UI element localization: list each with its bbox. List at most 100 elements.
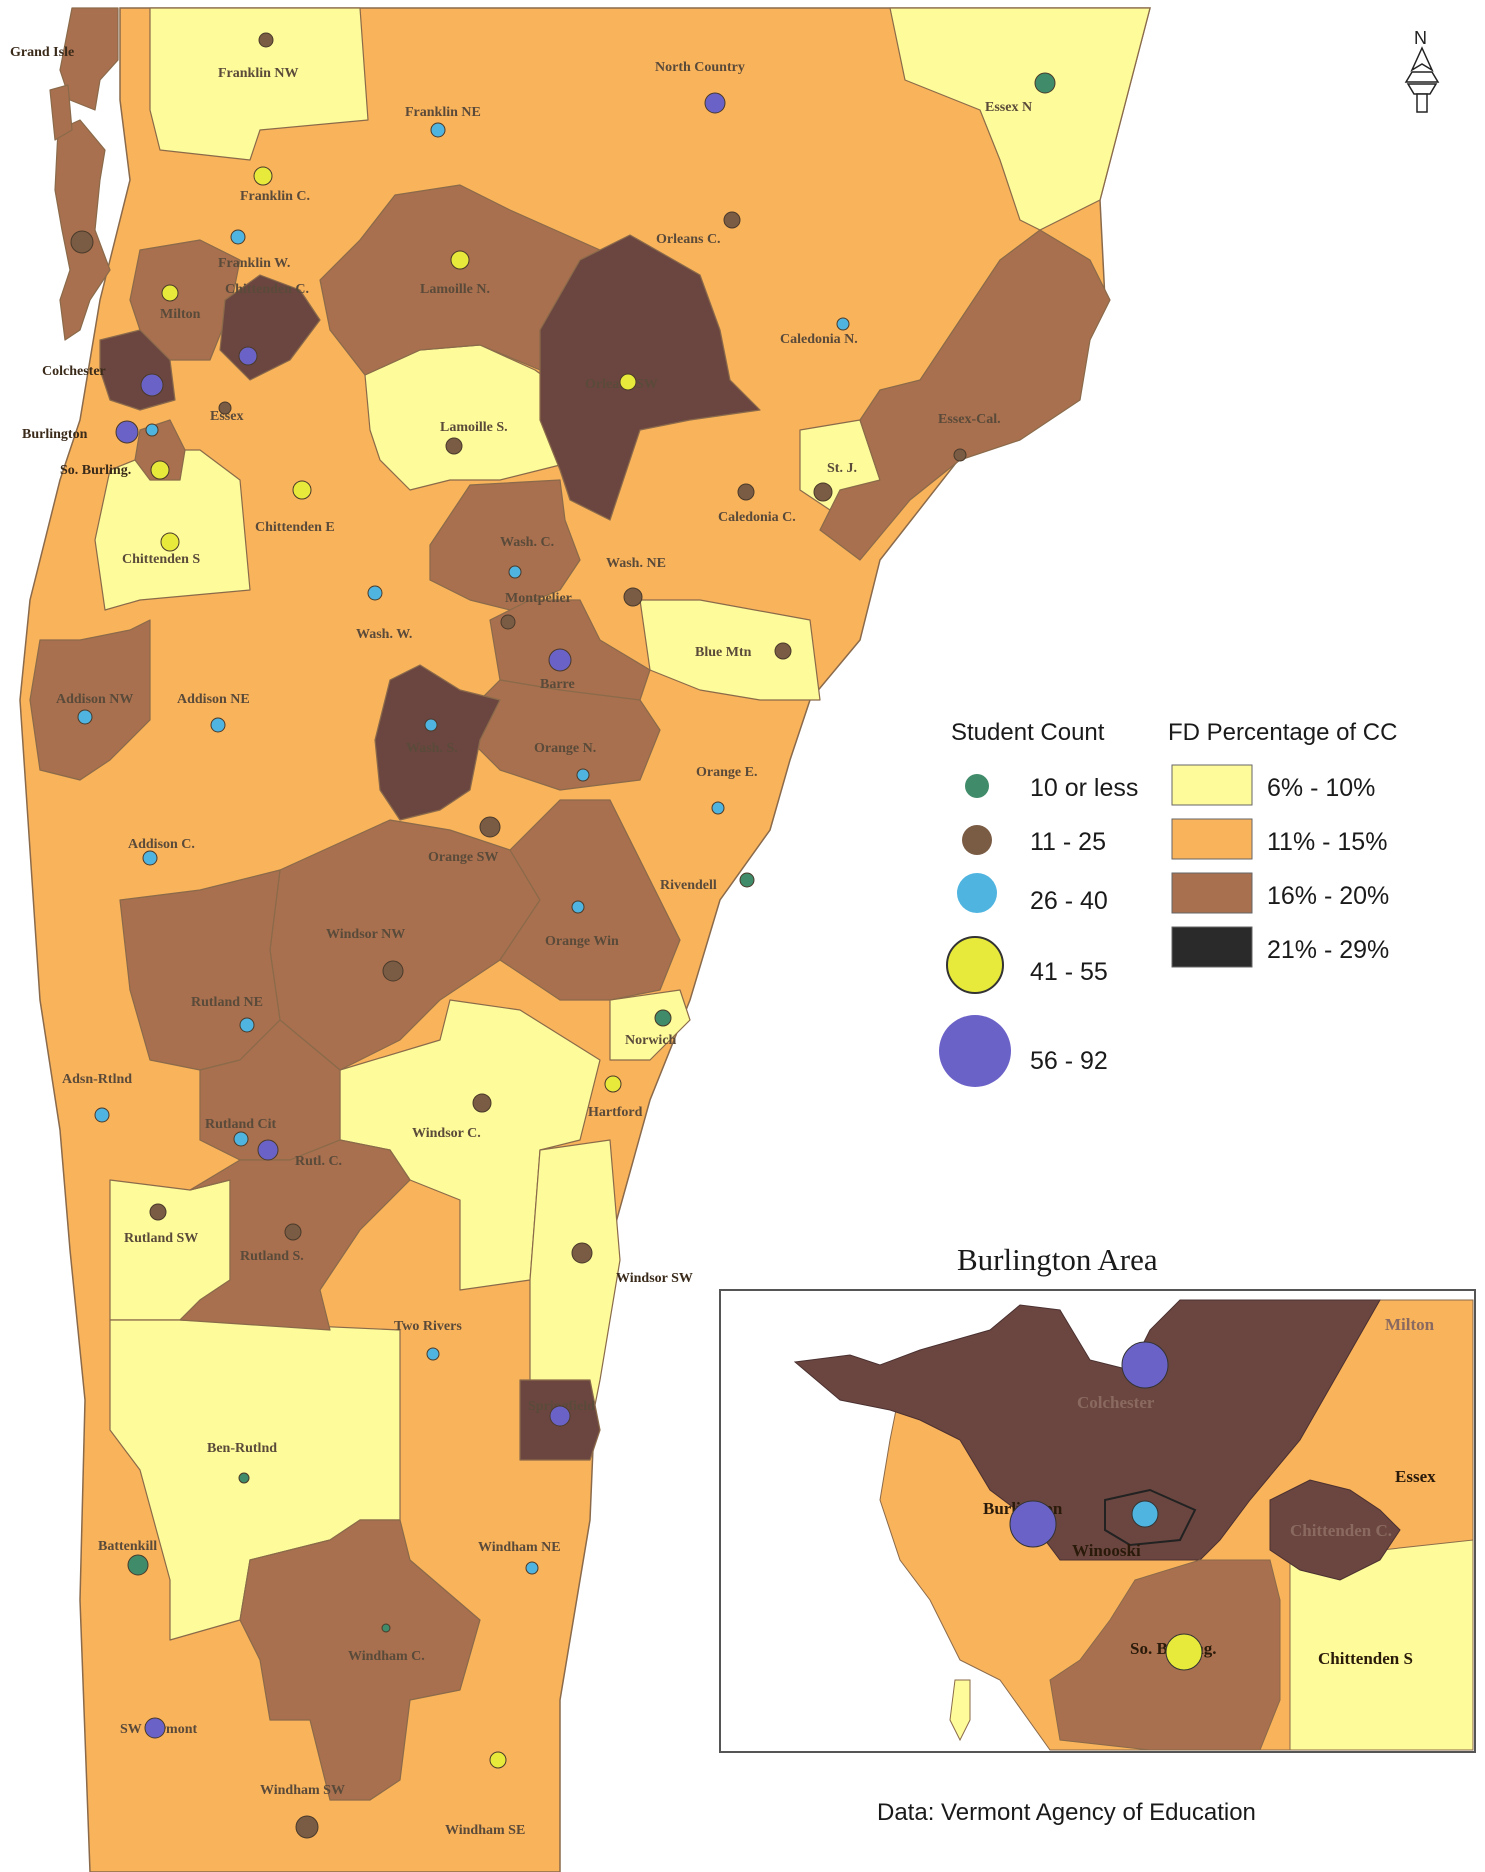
dot-windsor-nw: [382, 960, 404, 982]
dot-windsor-sw: [571, 1242, 593, 1264]
label-barre: Barre: [540, 677, 575, 692]
dot-windham-ne: [525, 1561, 539, 1575]
legend-label-band4: 21% - 29%: [1267, 936, 1389, 964]
region-milton: [129, 239, 241, 361]
dot-windham-sw: [295, 1815, 319, 1839]
dot-rutland-cit: [233, 1131, 249, 1147]
label-essex: Essex: [210, 409, 243, 424]
label-norwich: Norwich: [625, 1033, 677, 1048]
dot-caledonia-c: [737, 483, 755, 501]
dot-essex: [218, 401, 232, 415]
label-colchester: Colchester: [42, 364, 106, 379]
dot-north-country: [704, 92, 726, 114]
legend-dot-41-55: [946, 936, 1004, 994]
label-franklin-c: Franklin C.: [240, 189, 310, 204]
region-lamoille-n: [319, 184, 601, 376]
dot-st-j: [813, 482, 833, 502]
dot-hartford: [604, 1075, 622, 1093]
label-chittenden-e: Chittenden E: [255, 520, 335, 535]
dot-milton: [161, 284, 179, 302]
label-franklin-w: Franklin W.: [218, 256, 290, 271]
label-montpelier: Montpelier: [505, 591, 572, 606]
dot-rivendell: [739, 872, 755, 888]
legend-label-band2: 11% - 15%: [1267, 828, 1387, 856]
legend-dot-10-or-less: [965, 774, 989, 798]
source-note: Data: Vermont Agency of Education: [877, 1799, 1256, 1826]
label-windham-sw: Windham SW: [260, 1783, 345, 1798]
inset-title: Burlington Area: [957, 1242, 1158, 1277]
label-orange-win: Orange Win: [545, 934, 619, 949]
label-rutland-sw: Rutland SW: [124, 1231, 198, 1246]
dot-orange-n: [576, 768, 590, 782]
dot-burlington: [115, 420, 139, 444]
label-caledonia-c: Caledonia C.: [718, 510, 796, 525]
label-orange-sw: Orange SW: [428, 850, 498, 865]
legend-label-56-92: 56 - 92: [1030, 1047, 1108, 1075]
inset-dot-winooski: [1131, 1500, 1159, 1528]
label-wash-w: Wash. W.: [356, 627, 412, 642]
dot-battenkill: [127, 1554, 149, 1576]
dot-springfield: [549, 1405, 571, 1427]
inset-chittenden-c: [1269, 1479, 1401, 1581]
label-chittenden-c: Chittenden C.: [225, 282, 309, 297]
label-orange-e: Orange E.: [696, 765, 757, 780]
region-orange-win: [499, 799, 681, 1001]
label-essex-n: Essex N: [985, 100, 1032, 115]
label-windham-c: Windham C.: [348, 1649, 425, 1664]
label-lamoille-n: Lamoille N.: [420, 282, 490, 297]
dot-lamoille-s: [445, 437, 463, 455]
region-grand-isle-b: [54, 119, 111, 341]
region-wash-c: [429, 479, 581, 611]
dot-rutland-s: [284, 1223, 302, 1241]
label-milton: Milton: [160, 307, 201, 322]
region-essex-cal: [819, 229, 1111, 561]
inset-dot-so-burling: [1165, 1633, 1203, 1671]
dot-wash-ne: [623, 587, 643, 607]
dot-so-burling: [150, 460, 170, 480]
region-rutland-ne: [119, 869, 281, 1071]
dot-norwich: [654, 1009, 672, 1027]
legend-label-10-or-less: 10 or less: [1030, 774, 1138, 802]
dot-addison-c: [142, 850, 158, 866]
inset-colchester: [793, 1299, 1381, 1561]
label-rutland-s: Rutland S.: [240, 1249, 304, 1264]
dot-orange-sw: [479, 816, 501, 838]
inset-label-milton: Milton: [1385, 1315, 1435, 1334]
region-wash-s: [374, 664, 501, 821]
inset-label-chittenden-c: Chittenden C.: [1290, 1521, 1392, 1540]
dot-blue-mtn: [774, 642, 792, 660]
label-orange-n: Orange N.: [534, 741, 596, 756]
inset-label-winooski: Winooski: [1072, 1541, 1141, 1560]
label-wash-ne: Wash. NE: [606, 556, 666, 571]
dot-grand-isle: [70, 230, 94, 254]
dot-windham-c: [381, 1623, 391, 1633]
dot-rutl-c: [257, 1139, 279, 1161]
label-rutl-c: Rutl. C.: [295, 1154, 342, 1169]
label-st-j: St. J.: [827, 461, 857, 476]
label-windham-se: Windham SE: [445, 1823, 525, 1838]
dot-addison-ne: [210, 717, 226, 733]
legend-label-11-25: 11 - 25: [1030, 828, 1106, 856]
inset-island: [949, 1679, 971, 1742]
dot-sw-vermont: [144, 1717, 166, 1739]
inset-map: Milton Colchester Essex Burlington Winoo…: [719, 1289, 1476, 1753]
label-addison-nw: Addison NW: [56, 692, 133, 707]
label-battenkill: Battenkill: [98, 1539, 157, 1554]
label-essex-cal: Essex-Cal.: [938, 412, 1001, 427]
label-rutland-ne: Rutland NE: [191, 995, 263, 1010]
inset-label-essex: Essex: [1395, 1467, 1436, 1486]
region-essex-n: [889, 7, 1151, 231]
dot-wash-s: [424, 718, 438, 732]
region-grand-isle: [59, 7, 119, 111]
dot-franklin-w: [230, 229, 246, 245]
region-so-burling: [134, 419, 186, 481]
legend: Student Count FD Percentage of CC 10 or …: [939, 719, 1397, 1087]
label-blue-mtn: Blue Mtn: [695, 645, 752, 660]
dot-orange-e: [711, 801, 725, 815]
label-burlington: Burlington: [22, 427, 88, 442]
legend-student-count-title: Student Count: [951, 719, 1105, 746]
dot-addison-nw: [77, 709, 93, 725]
label-addison-ne: Addison NE: [177, 692, 250, 707]
dot-franklin-ne: [430, 122, 446, 138]
